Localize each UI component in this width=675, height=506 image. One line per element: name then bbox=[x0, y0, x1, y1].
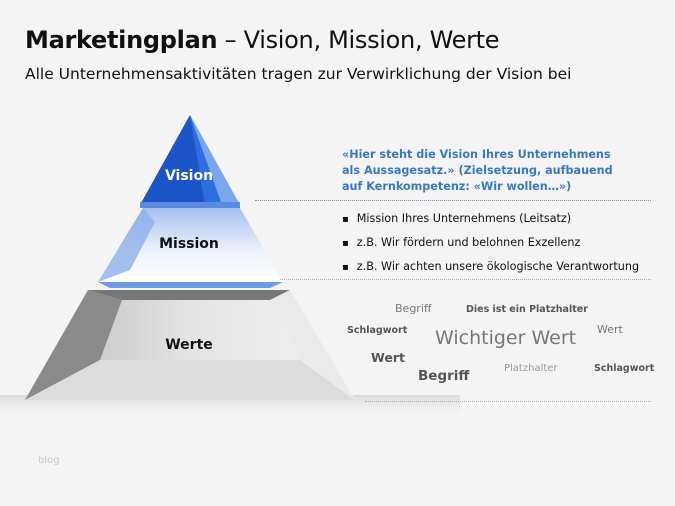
vision-statement: «Hier steht die Vision Ihres Unternehmen… bbox=[342, 148, 613, 193]
vision-layer bbox=[140, 115, 240, 208]
slide-subtitle: Alle Unternehmensaktivitäten tragen zur … bbox=[25, 65, 572, 83]
werte-label: Werte bbox=[165, 337, 213, 353]
divider bbox=[280, 279, 651, 280]
word: Wert bbox=[371, 350, 405, 365]
word: Begriff bbox=[418, 368, 470, 384]
divider bbox=[365, 401, 651, 402]
word: Wert bbox=[597, 323, 623, 336]
word: Platzhalter bbox=[504, 363, 558, 374]
list-item: z.B. Wir fördern und belohnen Exzellenz bbox=[342, 236, 639, 260]
divider bbox=[255, 200, 651, 201]
mission-label: Mission bbox=[159, 236, 219, 252]
word: Begriff bbox=[395, 302, 432, 315]
mission-list: Mission Ihres Unternehmens (Leitsatz) z.… bbox=[342, 212, 639, 284]
werte-layer bbox=[25, 290, 355, 400]
footer-watermark: blog bbox=[38, 455, 60, 466]
slide-title: Marketingplan – Vision, Mission, Werte bbox=[25, 26, 500, 54]
word: Schlagwort bbox=[594, 363, 655, 374]
mission-layer bbox=[98, 208, 283, 288]
list-item: z.B. Wir achten unsere ökologische Veran… bbox=[342, 260, 639, 284]
vision-label: Vision bbox=[164, 168, 214, 184]
word: Dies ist ein Platzhalter bbox=[466, 304, 588, 315]
list-item: Mission Ihres Unternehmens (Leitsatz) bbox=[342, 212, 639, 236]
word: Wichtiger Wert bbox=[435, 327, 577, 349]
word: Schlagwort bbox=[347, 325, 408, 336]
